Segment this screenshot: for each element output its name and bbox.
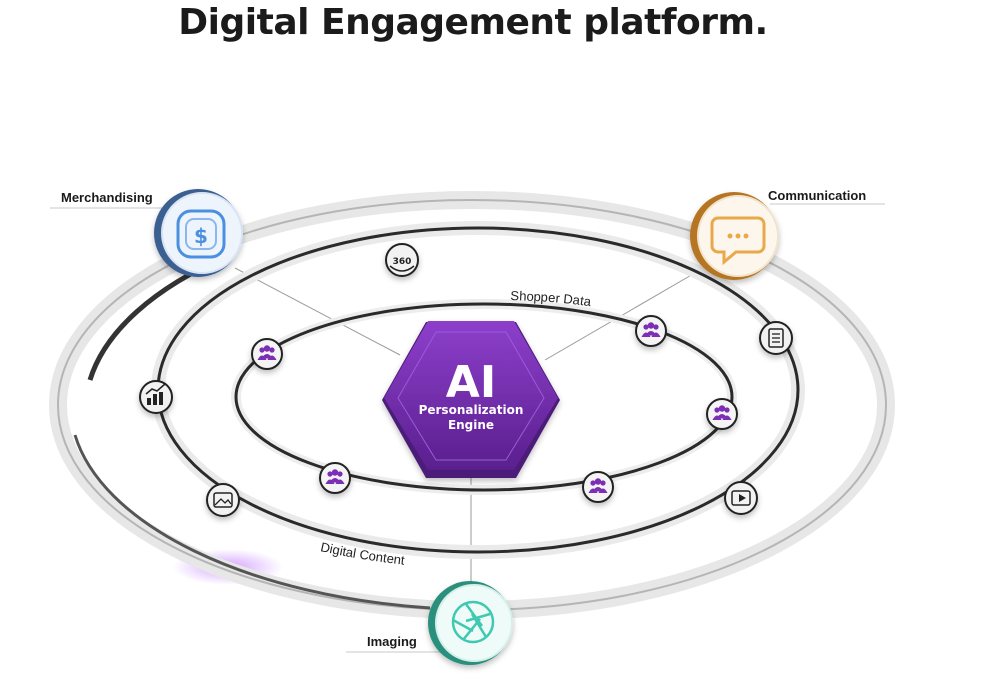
ai-subtitle-line2: Engine [448,418,494,432]
ai-subtitle-line1: Personalization [419,403,524,417]
page-title: Digital Engagement platform. [178,2,768,43]
communication-label: Communication [768,188,866,203]
merchandising-label: Merchandising [61,190,153,205]
view-360-icon[interactable]: 360 [385,243,419,277]
chart-icon[interactable] [139,380,173,414]
imaging-label: Imaging [367,634,417,649]
svg-text:360: 360 [393,257,412,267]
users-icons [251,315,738,503]
users-icon[interactable] [706,398,738,430]
image-icon[interactable] [206,483,240,517]
svg-text:$: $ [194,224,208,248]
video-icon[interactable] [724,481,758,515]
users-icon[interactable] [635,315,667,347]
inner-ring [231,299,737,495]
communication-node[interactable]: Communication [690,188,885,280]
document-icon[interactable] [759,321,793,355]
chat-bubble-icon [710,216,766,266]
merchandising-node[interactable]: Merchandising $ [50,189,243,277]
users-icon[interactable] [251,338,283,370]
ai-engine-hexagon [382,321,560,478]
users-icon[interactable] [582,471,614,503]
imaging-node[interactable]: Imaging [346,581,513,665]
dollar-chat-icon: $ [176,209,226,259]
camera-aperture-icon [451,600,495,644]
users-icon[interactable] [319,462,351,494]
ai-title: AI [446,357,496,408]
